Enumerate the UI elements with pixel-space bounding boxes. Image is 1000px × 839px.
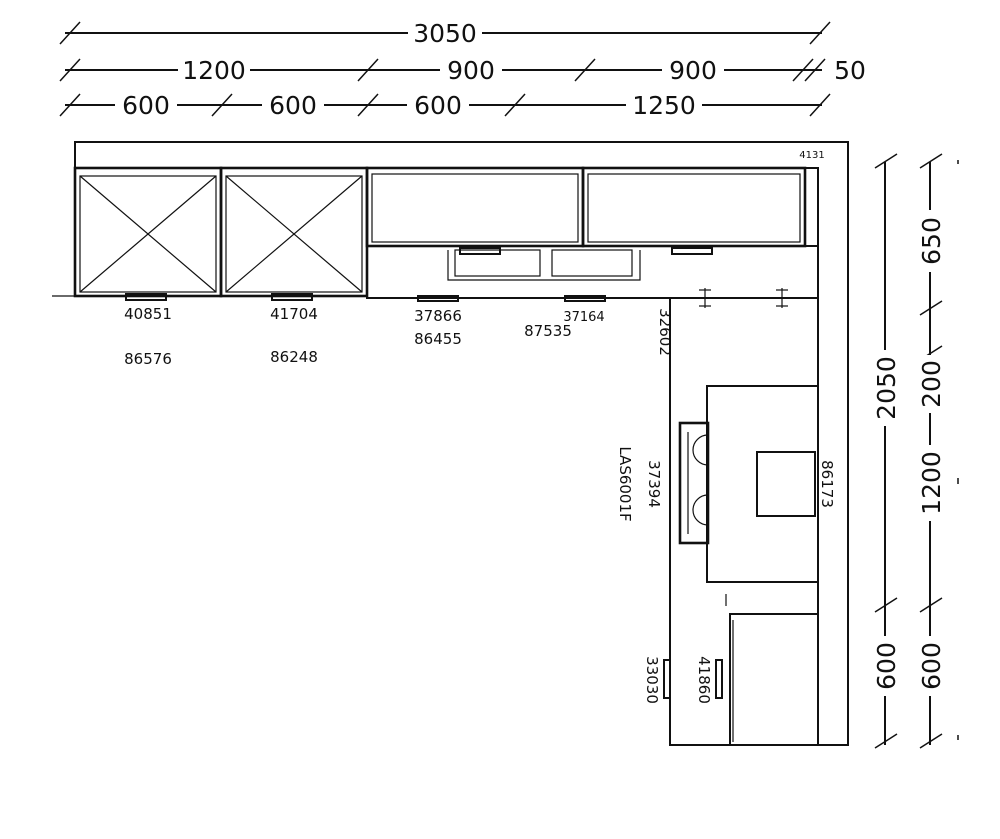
- code-86248: 86248: [270, 348, 318, 366]
- dim-1200: 1200: [182, 56, 246, 85]
- base-cabinet-sink: [366, 245, 819, 302]
- top-dimension-row-2: 1200 900 900 50: [59, 56, 866, 85]
- countertop-outline: 4131: [74, 141, 849, 746]
- right-dimension-outer: 2050 600: [872, 153, 901, 749]
- dim-900-b: 900: [669, 56, 717, 85]
- right-dimension-inner: 650 200 1200 600: [917, 153, 959, 749]
- dim-2050: 2050: [872, 356, 901, 420]
- code-41704: 41704: [270, 305, 318, 323]
- cooktop-module: [706, 385, 819, 583]
- code-32602: 32602: [656, 308, 674, 356]
- dim-600-c: 600: [414, 91, 462, 120]
- code-41860: 41860: [695, 656, 713, 704]
- dim-600-b: 600: [269, 91, 317, 120]
- dim-1200-right: 1200: [917, 451, 946, 515]
- dim-600-a: 600: [122, 91, 170, 120]
- dim-900-a: 900: [447, 56, 495, 85]
- dim-50: 50: [834, 56, 866, 85]
- dim-600-lower-inner: 600: [917, 642, 946, 690]
- code-37866: 37866: [414, 307, 462, 325]
- dim-650: 650: [917, 217, 946, 265]
- oven-unit: [678, 421, 710, 545]
- corner-label: 4131: [799, 150, 824, 161]
- dim-600-lower-outer: 600: [872, 642, 901, 690]
- wall-unit-3: [365, 166, 585, 248]
- dim-total-width: 3050: [413, 19, 477, 48]
- dim-200: 200: [917, 360, 946, 408]
- dim-1250: 1250: [632, 91, 696, 120]
- code-87535: 87535: [524, 322, 572, 340]
- upper-cabinet-1: [52, 166, 223, 301]
- code-las6001f: LAS6001F: [616, 446, 634, 521]
- code-86455: 86455: [414, 330, 462, 348]
- upper-cabinet-2: [219, 166, 369, 301]
- code-86173: 86173: [818, 460, 836, 508]
- wall-unit-4: [581, 166, 819, 248]
- top-dimension-row-1: 3050: [59, 19, 831, 48]
- code-40851: 40851: [124, 305, 172, 323]
- lower-base-unit: [663, 594, 819, 746]
- code-86576: 86576: [124, 350, 172, 368]
- code-37394: 37394: [645, 460, 663, 508]
- top-dimension-row-3: 600 600 600 1250: [59, 91, 831, 120]
- code-33030: 33030: [643, 656, 661, 704]
- code-37164: 37164: [563, 310, 604, 325]
